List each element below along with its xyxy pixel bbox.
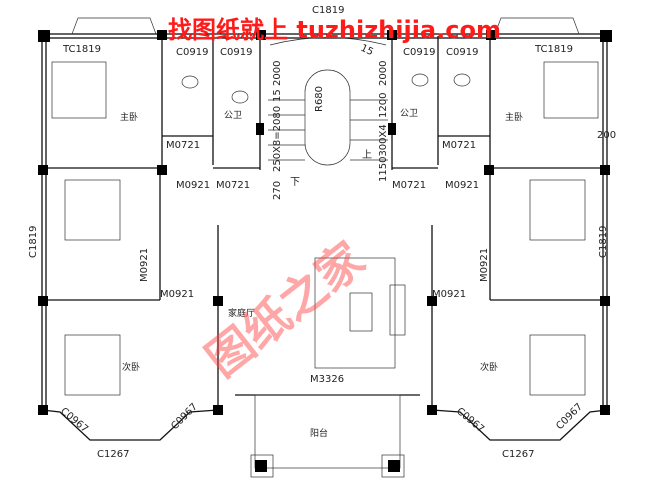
window-label: C1267 bbox=[97, 449, 129, 460]
window-label: C1819 bbox=[28, 226, 39, 258]
window-label: C1267 bbox=[502, 449, 534, 460]
dim-label: 200 bbox=[597, 130, 616, 141]
stair-dim: 1150300X4 bbox=[378, 124, 389, 182]
window-label: C1819 bbox=[312, 5, 344, 16]
stair-dim: 2000 bbox=[272, 61, 283, 86]
bed-master-left bbox=[51, 61, 107, 119]
toilet bbox=[181, 75, 199, 89]
walls bbox=[41, 17, 608, 478]
door-label: M0721 bbox=[166, 140, 200, 151]
stair-dim: 2000 bbox=[378, 61, 389, 86]
toilet bbox=[231, 90, 249, 104]
room-label: 次卧 bbox=[480, 361, 498, 373]
watermark-diagonal: 图纸之家 bbox=[196, 231, 374, 387]
room-label: 次卧 bbox=[122, 361, 140, 373]
window-label: C0919 bbox=[446, 47, 478, 58]
room-label: 公卫 bbox=[224, 110, 242, 121]
room-label: 主卧 bbox=[120, 111, 138, 123]
stair-up: 上 bbox=[362, 149, 372, 161]
stair-dim: 15 bbox=[359, 43, 375, 58]
stair-down: 下 bbox=[290, 177, 300, 188]
door-label: M0921 bbox=[432, 289, 466, 300]
door-label: M0721 bbox=[216, 180, 250, 191]
room-label: 公卫 bbox=[400, 108, 418, 119]
stair-dim: 270 bbox=[272, 181, 283, 200]
stair-well bbox=[304, 69, 351, 166]
coffee-table bbox=[349, 292, 373, 332]
toilet bbox=[411, 73, 429, 87]
door-label: M0921 bbox=[445, 180, 479, 191]
window-label: C0919 bbox=[176, 47, 208, 58]
window-label: C0919 bbox=[403, 47, 435, 58]
door-label: M3326 bbox=[310, 374, 344, 385]
door-label: M0921 bbox=[479, 248, 490, 282]
window-label: C0919 bbox=[220, 47, 252, 58]
stair-dim: 250X8=2080 bbox=[272, 106, 283, 172]
stair-dim: 15 bbox=[272, 89, 283, 102]
room-label: 阳台 bbox=[310, 427, 328, 439]
door-label: M0721 bbox=[442, 140, 476, 151]
door-label: M0921 bbox=[160, 289, 194, 300]
window-label: C0967 bbox=[169, 401, 200, 432]
window-label: C1819 bbox=[598, 226, 609, 258]
stair-dim: 1200 bbox=[378, 93, 389, 118]
bed-master-right bbox=[543, 61, 599, 119]
window-label: TC1819 bbox=[534, 44, 573, 55]
room-label: 主卧 bbox=[505, 111, 523, 123]
furniture bbox=[51, 37, 599, 396]
window-label: C0967 bbox=[58, 406, 90, 435]
door-label: M0921 bbox=[139, 248, 150, 282]
window-label: TC1819 bbox=[62, 44, 101, 55]
door-label: M0721 bbox=[392, 180, 426, 191]
bed-second-right bbox=[529, 334, 586, 396]
door-label: M0921 bbox=[176, 180, 210, 191]
stair-radius: R680 bbox=[314, 86, 325, 112]
window-label: C0967 bbox=[454, 406, 486, 435]
columns bbox=[38, 30, 612, 472]
bed-left bbox=[64, 179, 121, 241]
room-label: 家庭厅 bbox=[228, 307, 255, 319]
window-label: C0967 bbox=[554, 401, 585, 432]
toilet bbox=[453, 73, 471, 87]
bed-right bbox=[529, 179, 586, 241]
bed-second-left bbox=[64, 334, 121, 396]
rug bbox=[314, 257, 396, 369]
sofa bbox=[389, 284, 406, 336]
watermark-top: 找图纸就上 tuzhizhijia.com bbox=[168, 16, 501, 44]
